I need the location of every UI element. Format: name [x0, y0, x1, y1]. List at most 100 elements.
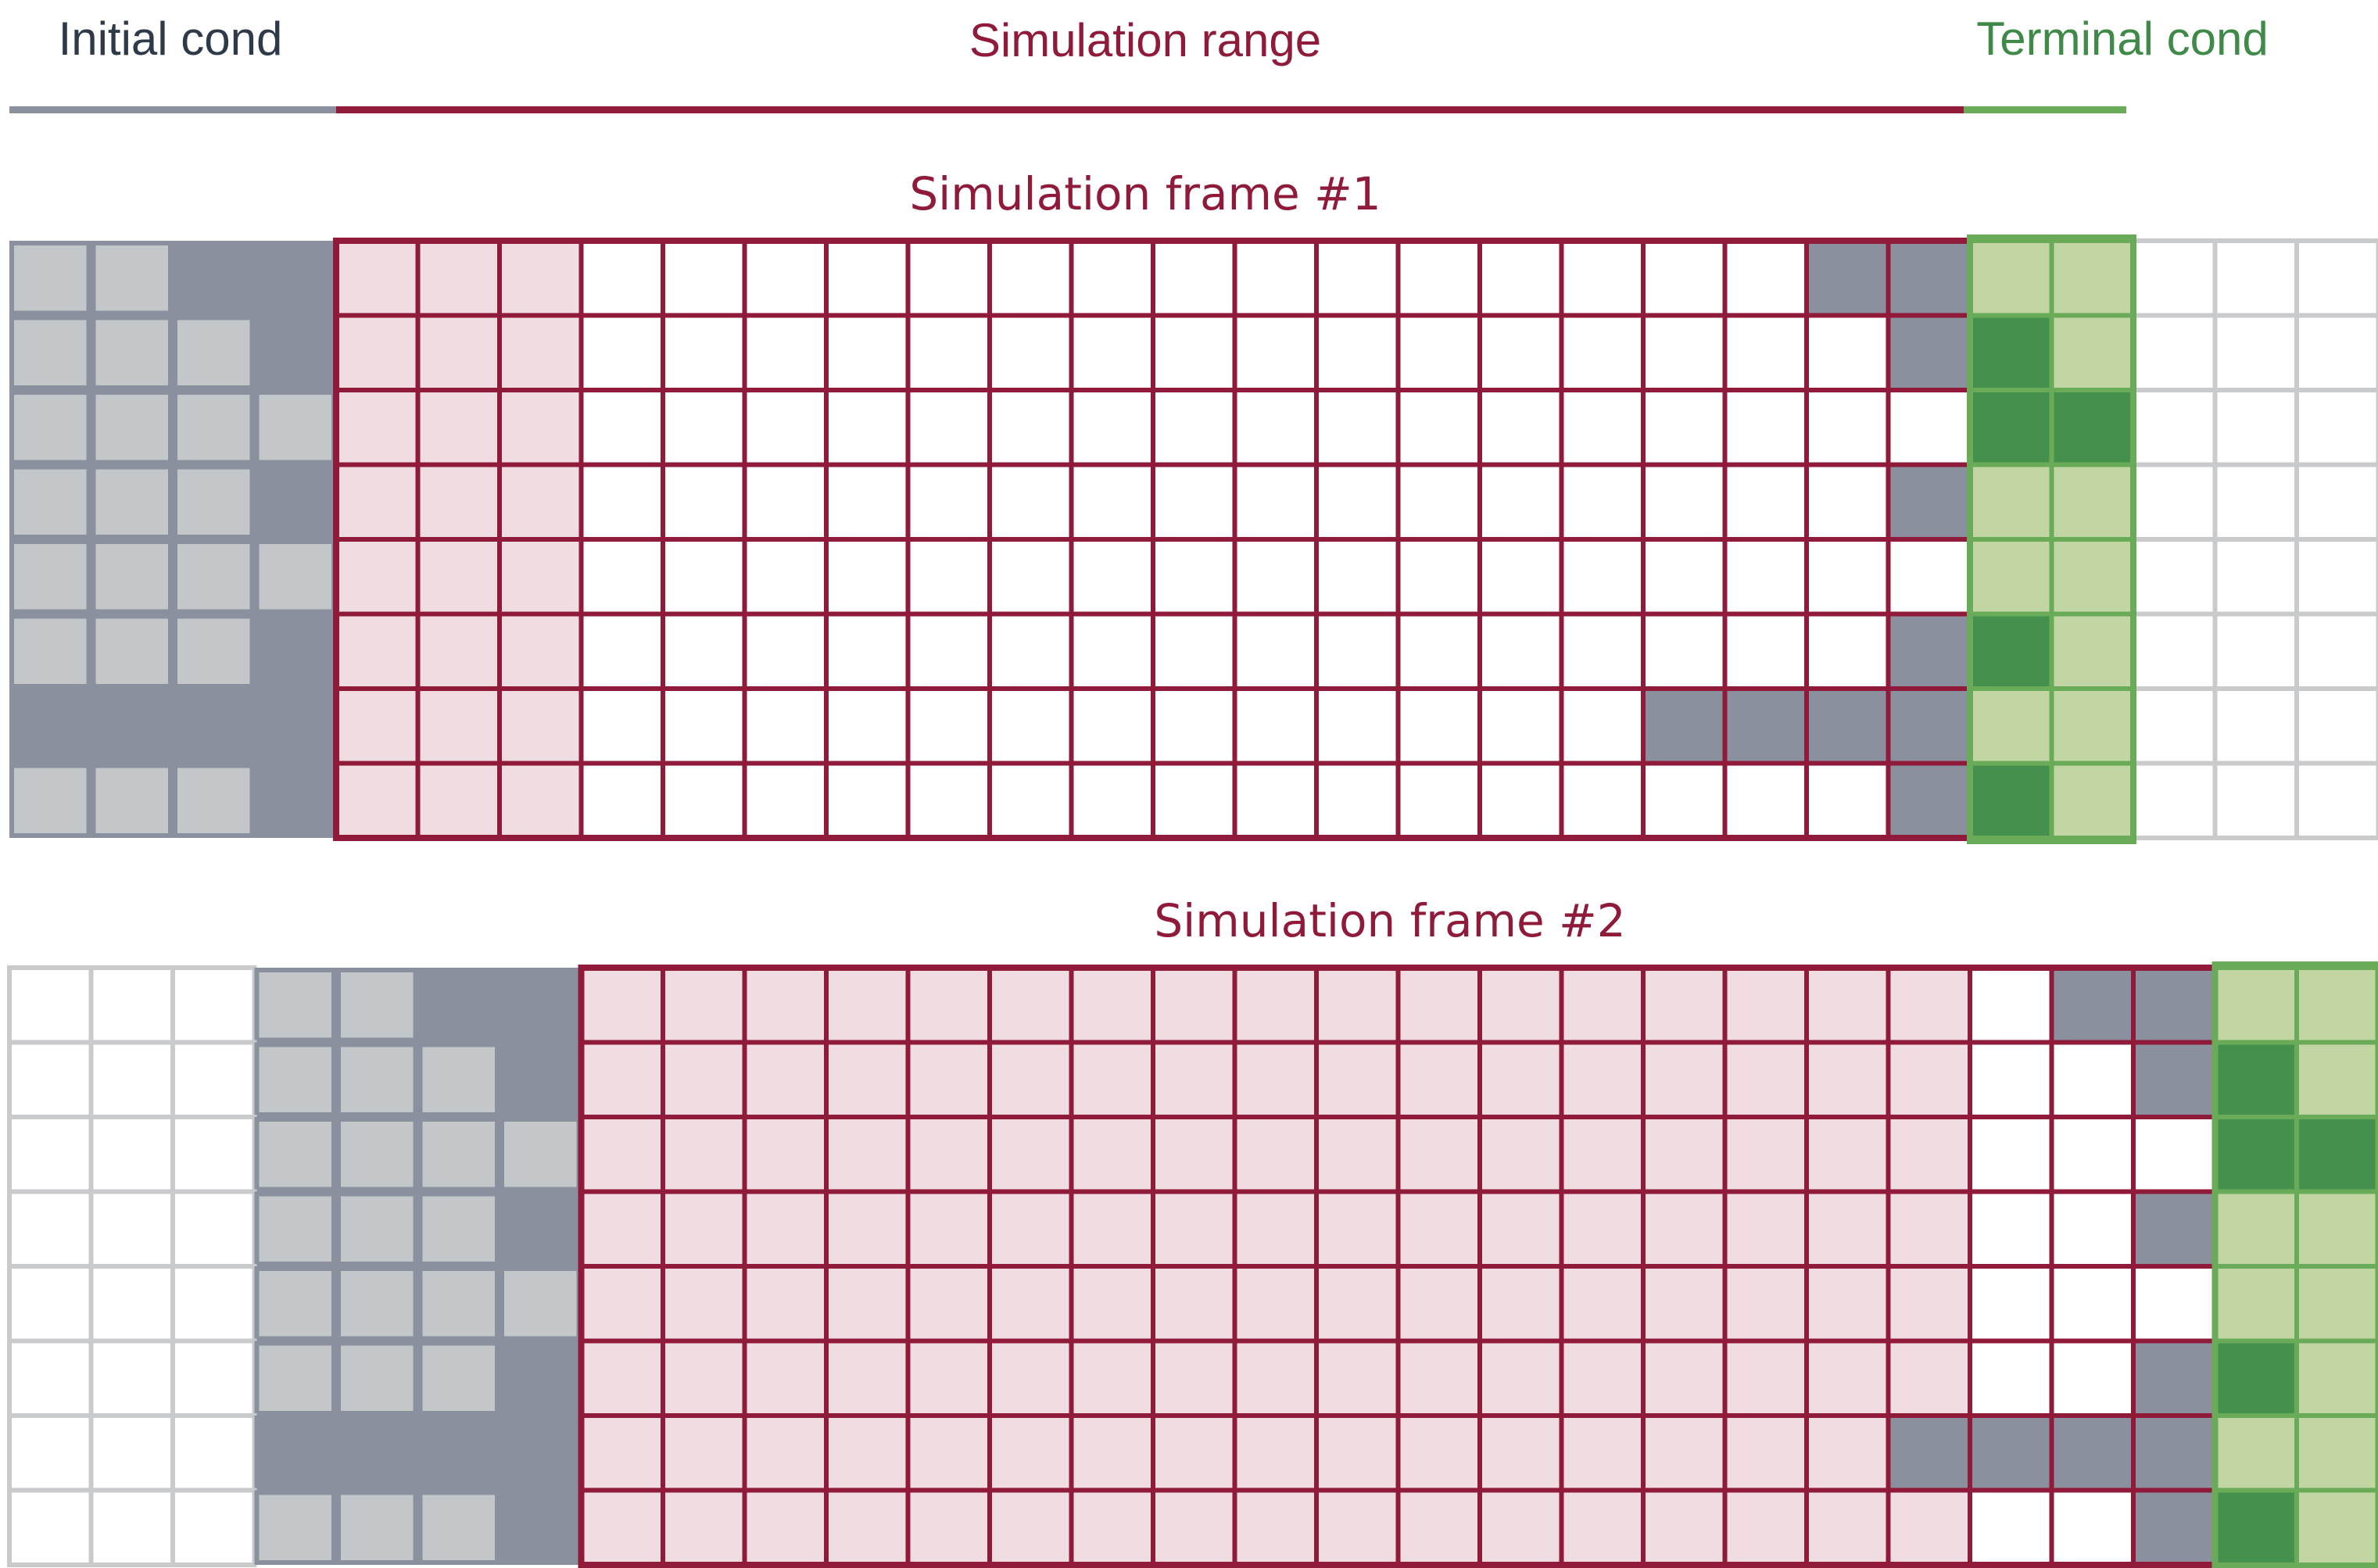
simulation-cell	[1151, 238, 1237, 318]
simulation-cell	[1559, 761, 1646, 840]
simulation-cell	[334, 686, 421, 766]
simulation-cell	[578, 965, 665, 1045]
simulation-cell	[905, 238, 992, 318]
simulation-cell	[1804, 1264, 1891, 1344]
simulation-cell	[905, 313, 992, 392]
simulation-cell	[1886, 1487, 1972, 1567]
simulation-cell	[1722, 462, 1809, 542]
simulation-cell	[742, 611, 829, 691]
simulation-cell	[1232, 611, 1319, 691]
simulation-cell	[1722, 1040, 1809, 1119]
simulation-cell	[824, 1040, 911, 1119]
simulation-cell	[1886, 1115, 1972, 1194]
simulation-cell	[1151, 1115, 1237, 1194]
simulation-cell	[497, 462, 584, 542]
simulation-cell	[661, 1189, 747, 1269]
simulation-cell	[1314, 686, 1401, 766]
initial-cond-label: Initial cond	[59, 13, 283, 65]
simulation-cell	[1395, 313, 1482, 392]
empty-cell	[2131, 313, 2218, 392]
simulation-cell	[1395, 1264, 1482, 1344]
simulation-cell	[1395, 611, 1482, 691]
initial-cell-bg	[254, 614, 336, 689]
empty-cell	[2131, 686, 2218, 766]
empty-cell	[88, 1264, 175, 1344]
terminal-cell	[2294, 1040, 2378, 1119]
terminal-cell	[2294, 965, 2378, 1045]
simulation-cell	[742, 238, 829, 318]
simulation-cell	[1886, 611, 1972, 691]
simulation-cell	[824, 965, 911, 1045]
initial-cell-bg	[500, 1416, 582, 1491]
simulation-cell	[1069, 537, 1155, 617]
initial-cell	[95, 320, 168, 385]
initial-cell	[95, 544, 168, 610]
simulation-cell	[824, 388, 911, 467]
simulation-cell	[1232, 686, 1319, 766]
simulation-cell	[497, 761, 584, 840]
initial-cell	[259, 1495, 331, 1560]
simulation-cell	[415, 686, 502, 766]
terminal-cell	[2294, 1264, 2378, 1344]
initial-cell	[259, 972, 331, 1038]
simulation-cell	[742, 313, 829, 392]
simulation-cell	[1232, 761, 1319, 840]
simulation-cell	[824, 761, 911, 840]
empty-cell	[2212, 537, 2299, 617]
terminal-region-outline	[2211, 961, 2378, 1568]
initial-cell	[422, 1196, 495, 1262]
empty-cell	[7, 1040, 94, 1119]
simulation-cell	[1395, 761, 1482, 840]
simulation-cell	[578, 686, 665, 766]
simulation-cell	[1151, 1040, 1237, 1119]
terminal-cell	[2049, 761, 2136, 840]
simulation-cell	[1722, 1189, 1809, 1269]
simulation-cell	[742, 1189, 829, 1269]
simulation-cell	[1232, 1413, 1319, 1493]
initial-cell	[259, 544, 331, 610]
simulation-cell	[661, 1040, 747, 1119]
simulation-cell	[1151, 1487, 1237, 1567]
simulation-cell	[1314, 1189, 1401, 1269]
simulation-cell	[1968, 965, 2054, 1045]
simulation-cell	[742, 1040, 829, 1119]
simulation-cell	[905, 1264, 992, 1344]
simulation-cell	[1395, 462, 1482, 542]
simulation-cell	[661, 611, 747, 691]
simulation-cell	[578, 462, 665, 542]
simulation-cell	[1804, 1338, 1891, 1418]
simulation-cell	[415, 537, 502, 617]
simulation-cell	[987, 388, 1074, 467]
terminal-cell	[1968, 388, 2054, 467]
simulation-cell	[1886, 965, 1972, 1045]
empty-cell	[170, 1115, 257, 1194]
simulation-cell	[2049, 1413, 2136, 1493]
simulation-cell	[661, 1487, 747, 1567]
simulation-cell	[497, 238, 584, 318]
simulation-cell	[824, 313, 911, 392]
simulation-cell	[661, 1115, 747, 1194]
simulation-cell	[742, 761, 829, 840]
simulation-cell	[905, 1189, 992, 1269]
initial-cell	[259, 1047, 331, 1112]
simulation-cell	[1804, 313, 1891, 392]
simulation-cell	[1069, 1338, 1155, 1418]
simulation-cell	[1559, 1040, 1646, 1119]
initial-cell	[177, 618, 250, 684]
terminal-cond-label: Terminal cond	[1976, 13, 2269, 65]
empty-cell	[88, 1413, 175, 1493]
empty-cell	[88, 1487, 175, 1567]
simulation-cell	[1804, 965, 1891, 1045]
empty-cell	[2294, 462, 2378, 542]
simulation-cell	[824, 238, 911, 318]
simulation-cell	[987, 1487, 1074, 1567]
simulation-cell	[578, 1115, 665, 1194]
simulation-cell	[1641, 1413, 1728, 1493]
empty-cell	[7, 1413, 94, 1493]
simulation-cell	[905, 537, 992, 617]
simulation-cell	[1395, 965, 1482, 1045]
simulation-cell	[415, 238, 502, 318]
simulation-cell	[1477, 1189, 1564, 1269]
initial-cell	[14, 245, 87, 311]
initial-cell	[177, 469, 250, 535]
